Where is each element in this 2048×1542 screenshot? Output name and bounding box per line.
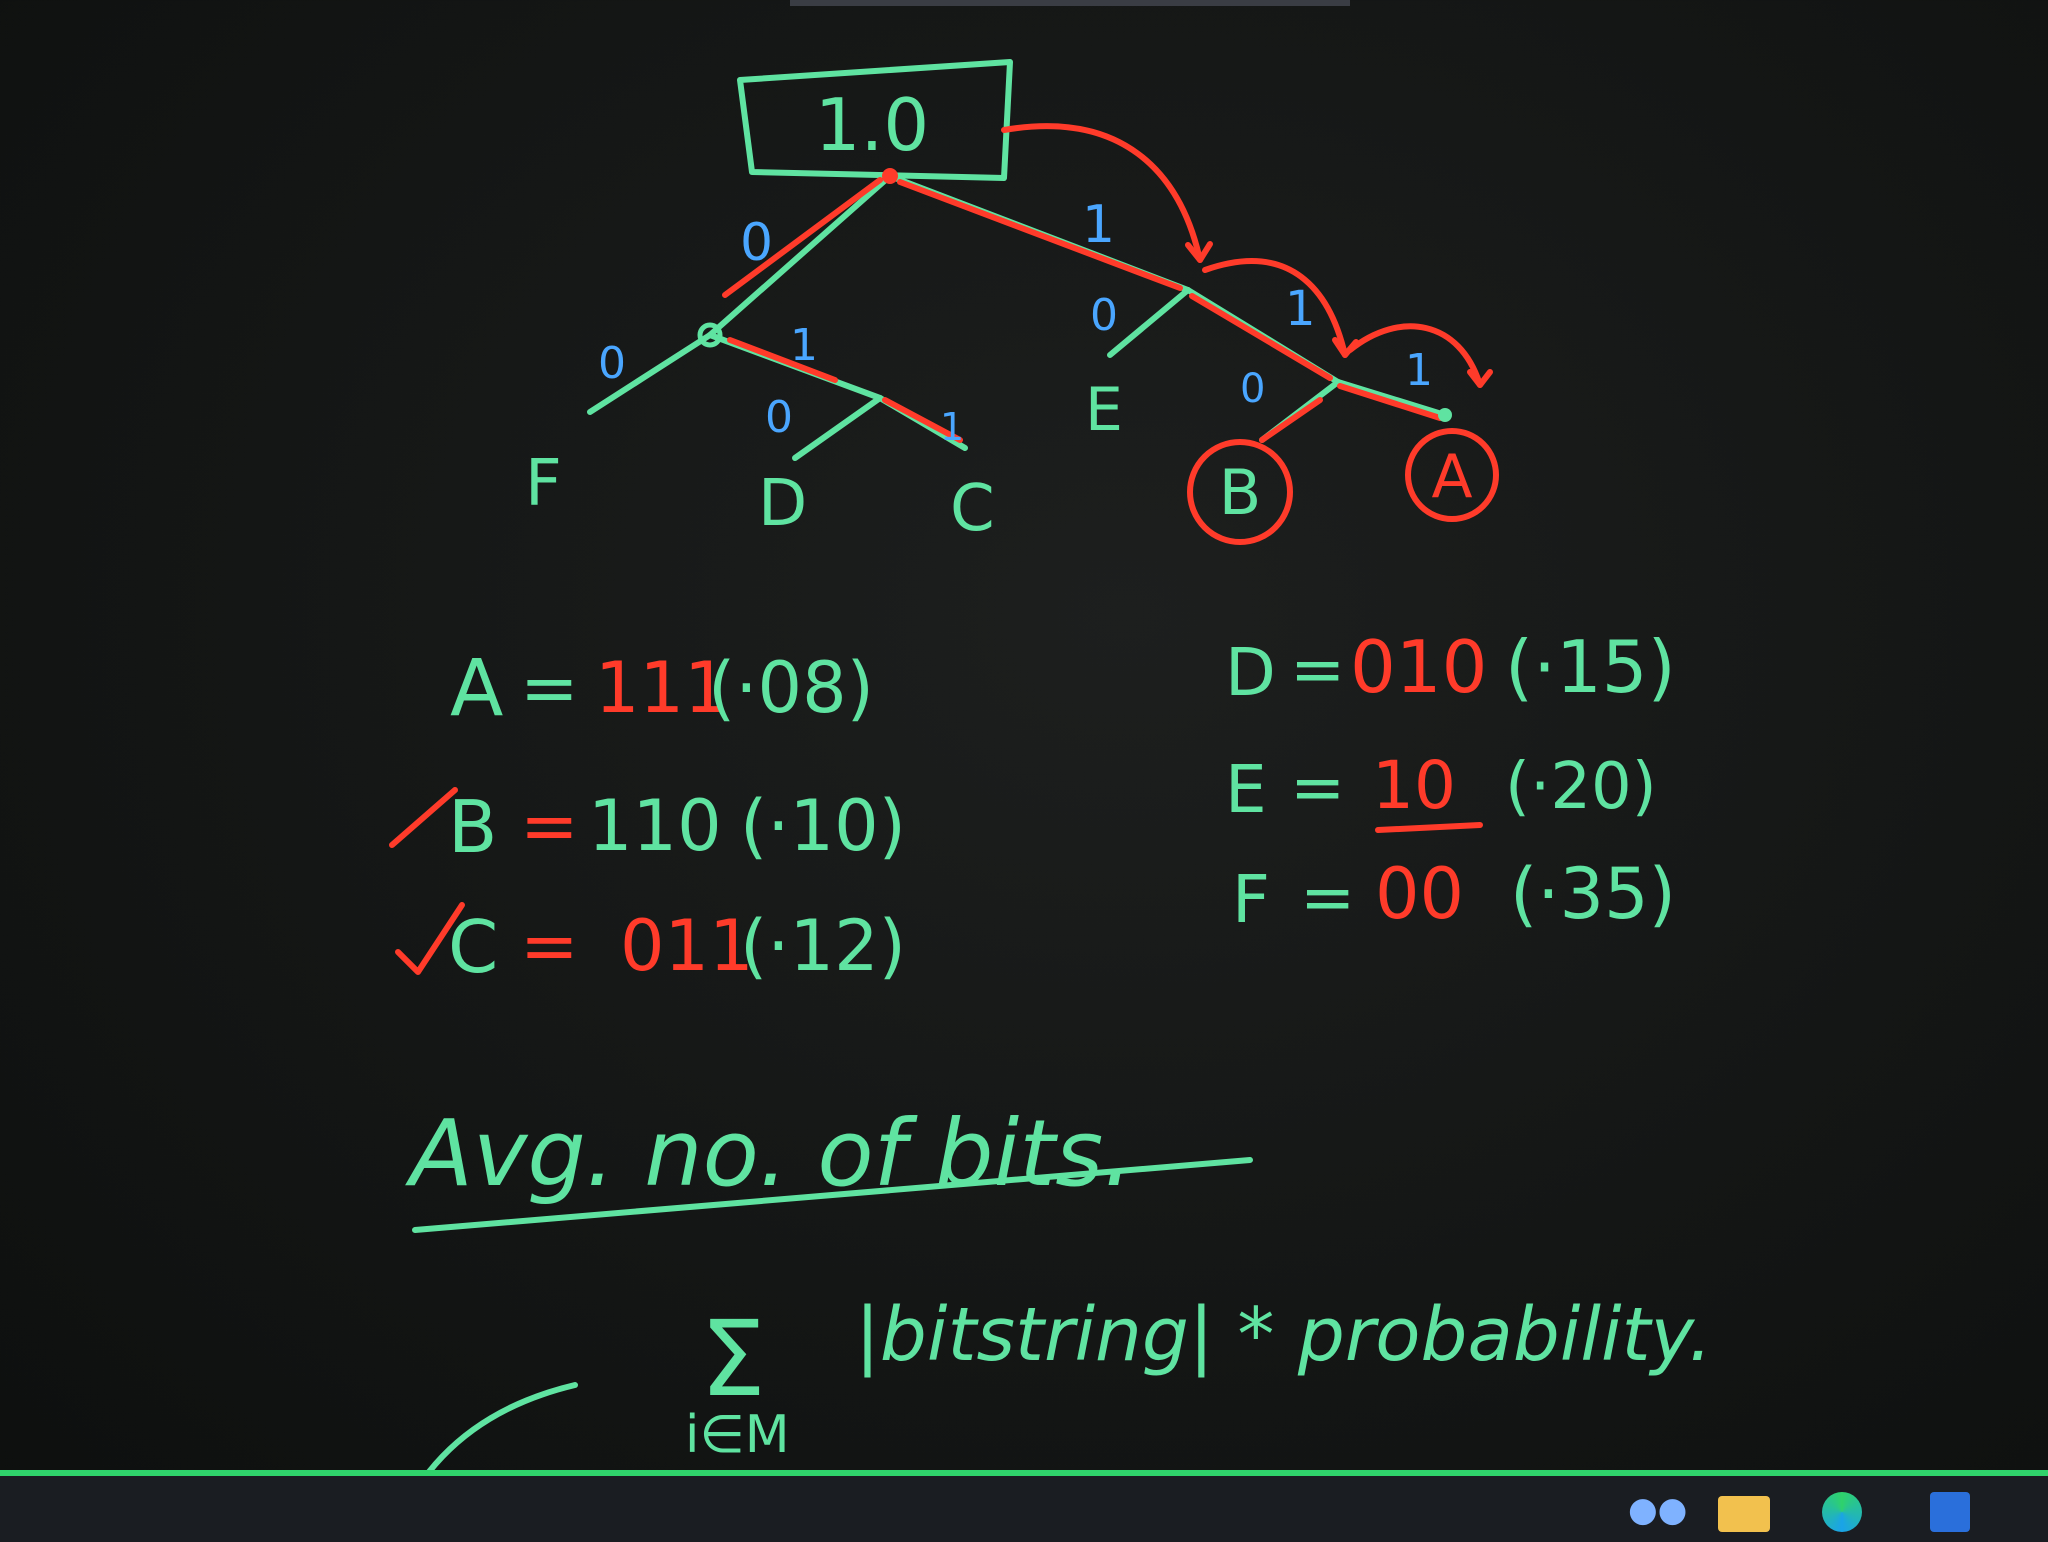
edge-label-r1-left: 0 [1090,290,1118,341]
code-eq: = [520,905,579,987]
code-symbol: B [448,785,497,869]
root-box [737,59,1013,181]
code-eq: = [520,785,579,867]
root-node [882,168,898,184]
code-bits: 011 [620,905,754,987]
highlight-paths [722,123,1493,443]
store-icon[interactable] [1930,1492,1970,1532]
code-prob: (·20) [1505,750,1657,824]
code-bits: 110 [588,785,722,867]
sigma-symbol: Σ [700,1298,766,1420]
code-row-d: D = 010 (·15) [1225,625,1676,711]
code-symbol: F [1232,861,1270,938]
code-symbol: C [448,905,498,989]
heading-avg-bits: Avg. no. of bits. [405,1100,1132,1207]
code-bits: 10 [1372,747,1456,824]
code-prob: (·10) [740,785,906,867]
code-eq: = [1290,749,1345,826]
leaf-a: A [1431,442,1472,512]
edge-label-sub-left: 0 [765,392,793,443]
leaf-e: E [1085,375,1123,445]
leaf-c: C [950,472,995,546]
root-label: 1.0 [815,83,930,167]
leaf-b: B [1219,456,1262,529]
left-node [697,322,723,348]
leaf-b-circle [1187,439,1293,545]
code-row-a: A = 111 (·08) [450,644,874,734]
underline-e [1375,822,1483,833]
code-prob: (·08) [708,647,874,729]
edge-label-r2-right: 1 [1405,345,1433,396]
edge-label-r2-left: 0 [1240,366,1265,412]
code-row-e: E = 10 (·20) [1225,747,1657,833]
screen-bezel [790,0,1350,6]
a-node [1438,408,1452,422]
edge-label-root-left: 0 [740,213,773,273]
code-symbol: A [450,644,503,734]
leaf-a-circle [1405,428,1499,522]
code-eq: = [1290,631,1345,708]
code-bits: 00 [1375,853,1464,935]
folder-icon[interactable] [1718,1496,1770,1532]
code-prob: (·15) [1505,625,1676,709]
edge-label-sub-right: 1 [940,405,964,449]
code-symbol: D [1225,634,1276,711]
code-eq: = [520,647,579,729]
code-row-f: F = 00 (·35) [1232,853,1676,938]
tree-edges [587,173,1448,461]
heading-underline [412,1157,1253,1233]
code-prob: (·12) [740,905,906,987]
edge-label-r1-right: 1 [1285,281,1316,337]
code-eq: = [1300,859,1355,936]
sigma-subscript: i∈M [685,1405,790,1465]
check-mark-c [395,902,465,975]
code-row-b: B = 110 (·10) [389,785,906,869]
people-icon[interactable]: ●● [1628,1490,1688,1530]
edge-label-left-right: 1 [790,320,818,371]
edge-browser-icon[interactable] [1822,1492,1862,1532]
edge-label-left-left: 0 [598,338,626,389]
arrow-root-to-right [1001,123,1203,263]
check-mark-b [389,787,458,848]
leaf-d: D [758,467,807,541]
taskbar [0,1470,2048,1542]
code-row-c: C = 011 (·12) [395,902,906,989]
code-bits: 111 [595,647,729,729]
edge-label-root-right: 1 [1082,195,1115,255]
code-bits: 010 [1350,625,1487,709]
code-symbol: E [1225,751,1267,828]
leaf-f: F [525,447,562,521]
formula-body: |bitstring| * probability. [855,1292,1712,1378]
code-prob: (·35) [1510,853,1676,935]
